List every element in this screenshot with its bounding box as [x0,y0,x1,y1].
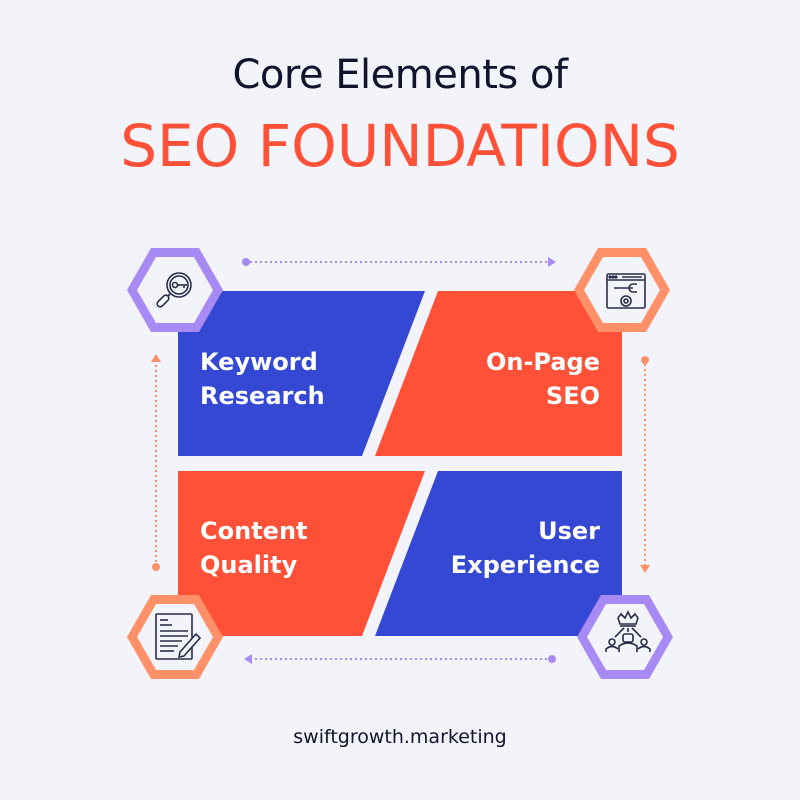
label-user-experience: User Experience [451,514,600,582]
top-connector-arrow [242,257,556,267]
bottom-connector-arrow [244,654,556,664]
label-on-page-seo: On-Page SEO [486,345,600,413]
label-line: Keyword [200,348,318,376]
panel-on-page-seo [375,291,622,456]
label-content-quality: Content Quality [200,514,308,582]
label-line: SEO [545,382,600,410]
document-pen-icon [155,613,202,660]
hexagon-keyword-research [127,248,223,332]
title-line-2: SEO FOUNDATIONS [120,112,680,180]
hexagon-on-page-seo [574,248,670,332]
left-connector-arrow [151,354,161,571]
label-line: User [538,517,600,545]
label-line: On-Page [485,348,600,376]
label-line: Quality [200,551,298,579]
panel-keyword-research [178,291,425,456]
label-keyword-research: Keyword Research [200,345,325,413]
users-crown-icon [605,610,651,652]
magnifier-key-icon [156,272,192,308]
right-connector-arrow [640,356,650,573]
label-line: Experience [450,551,600,579]
label-line: Research [200,382,325,410]
hexagon-content-quality [127,595,223,679]
label-line: Content [200,517,308,545]
panel-content-quality [178,471,425,636]
title-line-1: Core Elements of [232,52,568,98]
hexagon-user-experience [577,595,673,679]
browser-settings-icon [606,273,646,309]
panel-user-experience [375,471,622,636]
footer-website: swiftgrowth.marketing [293,726,507,748]
